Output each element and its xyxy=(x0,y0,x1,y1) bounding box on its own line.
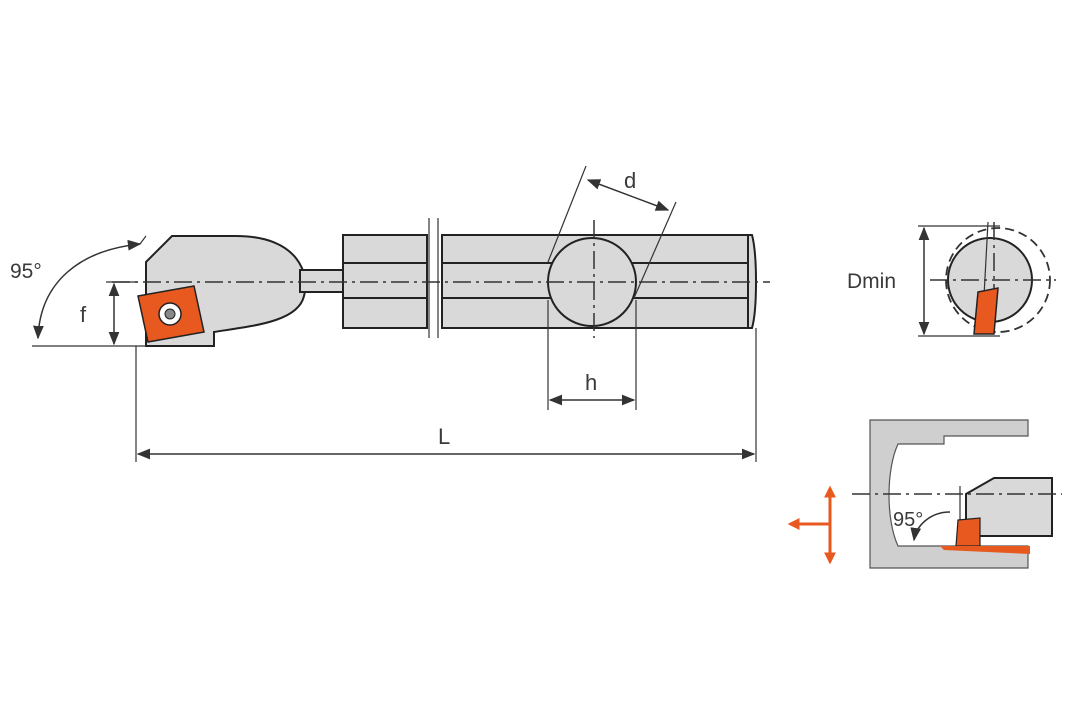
shank-middle xyxy=(342,262,428,299)
tool-neck xyxy=(299,269,347,293)
shank-lower-flat xyxy=(342,297,428,329)
f-label: f xyxy=(80,302,87,327)
h-label: h xyxy=(585,370,597,395)
dmin-label: Dmin xyxy=(847,270,896,293)
feed-direction-arrows-icon xyxy=(787,485,836,565)
tool-side-view xyxy=(112,218,770,347)
angle-label-detail: 95° xyxy=(893,509,923,531)
torx-screw-center xyxy=(164,308,176,320)
end-view-insert xyxy=(973,287,999,335)
detail-view: 95° xyxy=(787,419,1062,569)
L-dimension: L xyxy=(135,328,757,462)
min-bore-circle xyxy=(945,227,1051,333)
shank-upper-flat xyxy=(342,234,428,264)
detail-insert xyxy=(955,517,981,547)
angle-label-main: 95° xyxy=(10,260,42,283)
h-dimension: h xyxy=(547,300,637,410)
angle-dimension-main: 95° xyxy=(10,235,147,340)
f-dimension: f xyxy=(32,281,146,347)
L-label: L xyxy=(438,424,450,449)
d-dimension: d xyxy=(547,165,677,299)
d-label: d xyxy=(624,168,636,193)
detail-chip xyxy=(940,546,1030,554)
end-view: Dmin xyxy=(847,221,1056,337)
